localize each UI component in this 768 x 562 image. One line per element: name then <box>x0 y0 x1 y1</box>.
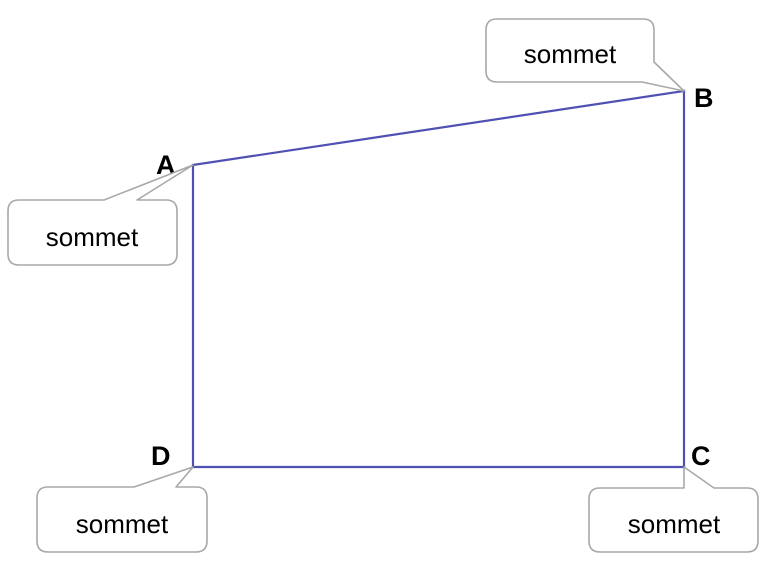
edge-ab <box>191 89 686 167</box>
callout-c-shape <box>588 466 759 553</box>
callout-b-shape <box>485 18 685 92</box>
callout-a-text: sommet <box>46 222 139 252</box>
callout-c-text: sommet <box>628 509 721 539</box>
callout-d: sommet <box>36 466 208 553</box>
callout-d-shape <box>36 466 208 553</box>
callout-a: sommet <box>7 164 194 266</box>
vertex-label-a: A <box>156 150 176 180</box>
vertex-label-b: B <box>694 83 714 113</box>
callout-d-text: sommet <box>76 509 169 539</box>
callout-b: sommet <box>485 18 685 92</box>
vertex-label-c: C <box>691 441 711 471</box>
callout-a-shape <box>7 164 194 266</box>
vertex-label-d: D <box>151 441 171 471</box>
callout-b-text: sommet <box>524 39 617 69</box>
callout-c: sommet <box>588 466 759 553</box>
quadrilateral <box>191 89 686 469</box>
